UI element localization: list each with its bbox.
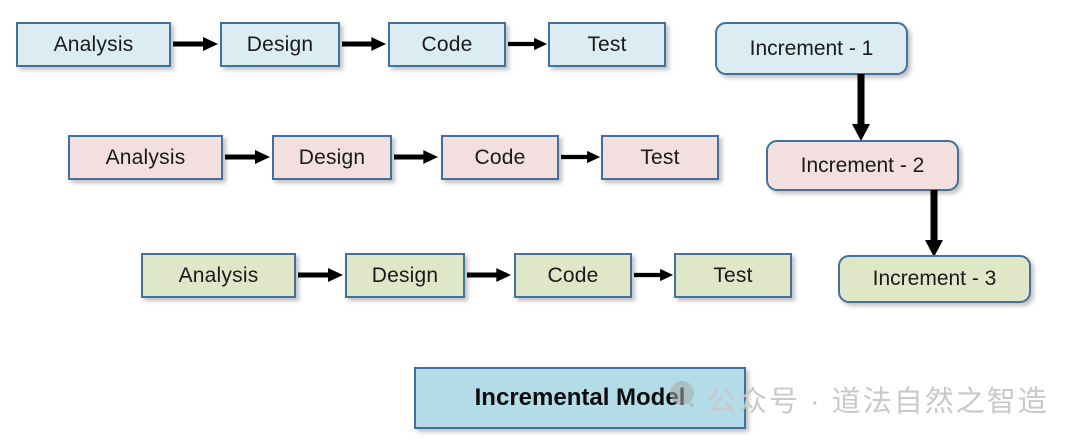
arrow-code-to-test-row1 (508, 36, 548, 52)
arrow-analysis-to-design-row1 (173, 36, 219, 52)
arrow-increment2-to-increment3 (924, 190, 944, 258)
arrow-design-to-code-row3 (467, 267, 512, 283)
arrow-analysis-to-design-row2 (225, 149, 271, 165)
phase-box-design-row2: Design (272, 135, 392, 180)
arrow-design-to-code-row1 (342, 36, 387, 52)
arrow-increment1-to-increment2 (851, 74, 871, 142)
arrow-analysis-to-design-row3 (298, 267, 344, 283)
phase-box-analysis-row3: Analysis (141, 253, 296, 298)
phase-box-test-row3: Test (674, 253, 792, 298)
arrow-code-to-test-row3 (634, 267, 674, 283)
phase-box-code-row3: Code (514, 253, 632, 298)
watermark-text: 公众号 · 道法自然之智造 (707, 386, 1049, 418)
phase-box-design-row1: Design (220, 22, 340, 67)
increment-box-3: Increment - 3 (838, 255, 1031, 303)
increment-box-1: Increment - 1 (715, 22, 908, 75)
arrow-design-to-code-row2 (394, 149, 439, 165)
phase-box-code-row2: Code (441, 135, 559, 180)
diagram-title-box: Incremental Model (414, 367, 746, 429)
arrow-code-to-test-row2 (561, 149, 601, 165)
phase-box-test-row2: Test (601, 135, 719, 180)
phase-box-analysis-row1: Analysis (16, 22, 171, 67)
phase-box-design-row3: Design (345, 253, 465, 298)
phase-box-code-row1: Code (388, 22, 506, 67)
phase-box-analysis-row2: Analysis (68, 135, 223, 180)
phase-box-test-row1: Test (548, 22, 666, 67)
increment-box-2: Increment - 2 (766, 140, 959, 191)
